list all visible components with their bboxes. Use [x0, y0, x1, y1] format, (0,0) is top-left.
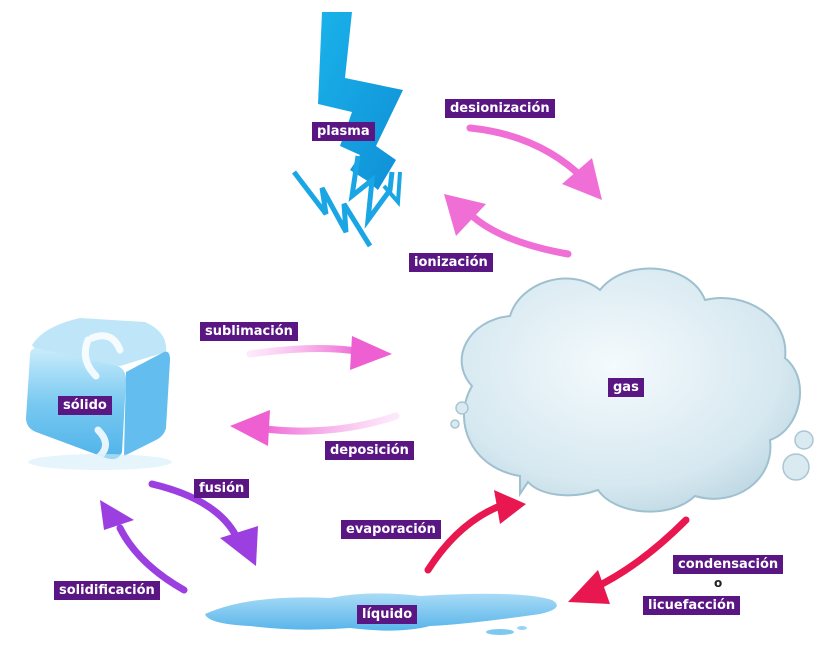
- evaporation-arrow: [424, 490, 526, 574]
- liquid-label: líquido: [357, 605, 418, 624]
- deposition-label: deposición: [325, 441, 414, 460]
- ice-cube-icon: [26, 318, 172, 470]
- deionization-label: desionización: [445, 99, 555, 118]
- liquefaction-label: licuefacción: [643, 596, 741, 615]
- deionization-arrow: [466, 124, 602, 200]
- fusion-arrow: [148, 480, 258, 566]
- sublimation-arrow: [246, 336, 392, 370]
- or-connector: o: [714, 576, 723, 590]
- deposition-arrow: [230, 410, 400, 446]
- solidification-arrow: [100, 500, 188, 594]
- plasma-label: plasma: [312, 122, 375, 141]
- plasma-lightning-icon: [292, 12, 403, 248]
- ionization-arrow: [444, 194, 572, 258]
- condensation-arrow: [568, 516, 690, 604]
- solid-label: sólido: [58, 396, 112, 415]
- gas-label: gas: [608, 378, 644, 397]
- condensation-label: condensación: [673, 555, 784, 574]
- solidification-label: solidificación: [54, 581, 160, 600]
- ionization-label: ionización: [409, 253, 493, 272]
- fusion-label: fusión: [194, 479, 250, 498]
- sublimation-label: sublimación: [200, 322, 298, 341]
- evaporation-label: evaporación: [341, 520, 441, 539]
